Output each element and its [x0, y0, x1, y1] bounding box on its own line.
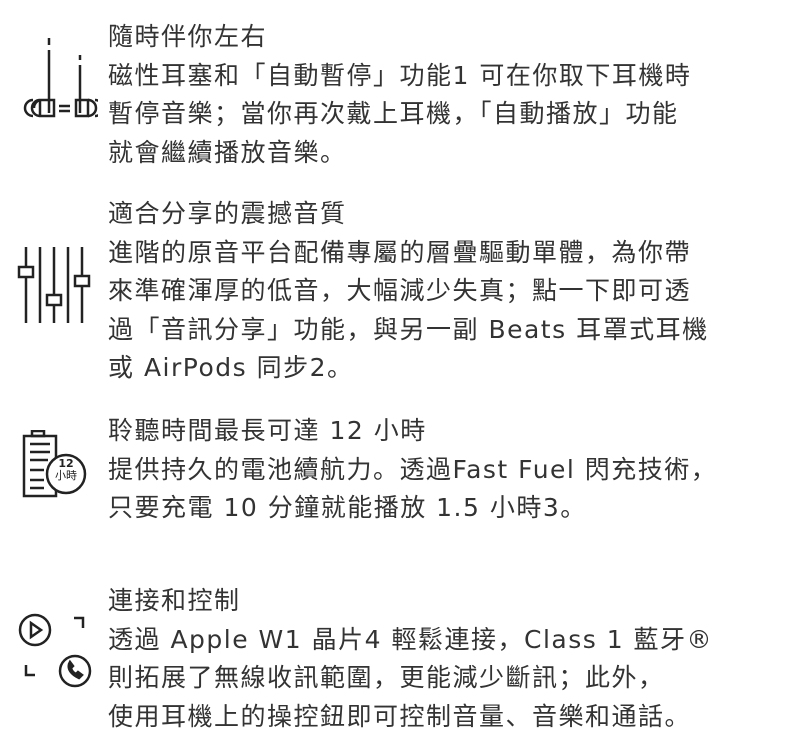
feature-heading: 連接和控制 [108, 586, 241, 615]
feature-body-line: 則拓展了無線收訊範圍，更能減少斷訊；此外， [108, 663, 665, 692]
feature-heading: 聆聽時間最長可達 12 小時 [108, 416, 427, 445]
feature-text: 連接和控制 透過 Apple W1 晶片4 輕鬆連接，Class 1 藍牙® 則… [108, 582, 798, 736]
feature-body-line: 來準確渾厚的低音，大幅減少失真；點一下即可透 [108, 276, 692, 305]
feature-body-line: 就會繼續播放音樂。 [108, 137, 347, 167]
feature-body-line: 或 AirPods 同步2。 [108, 353, 354, 382]
feature-heading: 隨時伴你左右 [108, 22, 268, 51]
feature-body-line: 進階的原音平台配備專屬的層疊驅動單體，為你帶 [108, 237, 692, 267]
feature-heading: 適合分享的震撼音質 [108, 199, 347, 228]
earbuds-magnetic-icon [23, 38, 98, 118]
feature-text: 適合分享的震撼音質 進階的原音平台配備專屬的層疊驅動單體，為你帶 來準確渾厚的低… [108, 195, 798, 388]
icon-text: 小時 [55, 469, 77, 482]
feature-body-line: 只要充電 10 分鐘就能播放 1.5 小時3。 [108, 493, 587, 522]
feature-body-line: 磁性耳塞和「自動暫停」功能1 可在你取下耳機時 [108, 60, 692, 90]
equalizer-sliders-icon [38, 247, 70, 323]
feature-body-line: 透過 Apple W1 晶片4 輕鬆連接，Class 1 藍牙® [108, 624, 714, 654]
slider-knobs [17, 247, 91, 323]
play-call-controls-icon [18, 613, 92, 688]
feature-text: 聆聽時間最長可達 12 小時 提供持久的電池續航力。透過Fast Fuel 閃充… [108, 412, 798, 528]
feature-body-line: 提供持久的電池續航力。透過Fast Fuel 閃充技術， [108, 454, 718, 484]
feature-body-line: 過「音訊分享」功能，與另一副 Beats 耳罩式耳機 [108, 314, 709, 344]
feature-body-line: 暫停音樂；當你再次戴上耳機，「自動播放」功能 [108, 99, 679, 128]
icon-text: 12 [58, 457, 74, 470]
feature-body-line: 使用耳機上的操控鈕即可控制音量、音樂和通話。 [108, 701, 692, 731]
feature-text: 隨時伴你左右 磁性耳塞和「自動暫停」功能1 可在你取下耳機時 暫停音樂；當你再次… [108, 18, 798, 172]
battery-12-hours-icon: 12 小時 [22, 430, 102, 500]
